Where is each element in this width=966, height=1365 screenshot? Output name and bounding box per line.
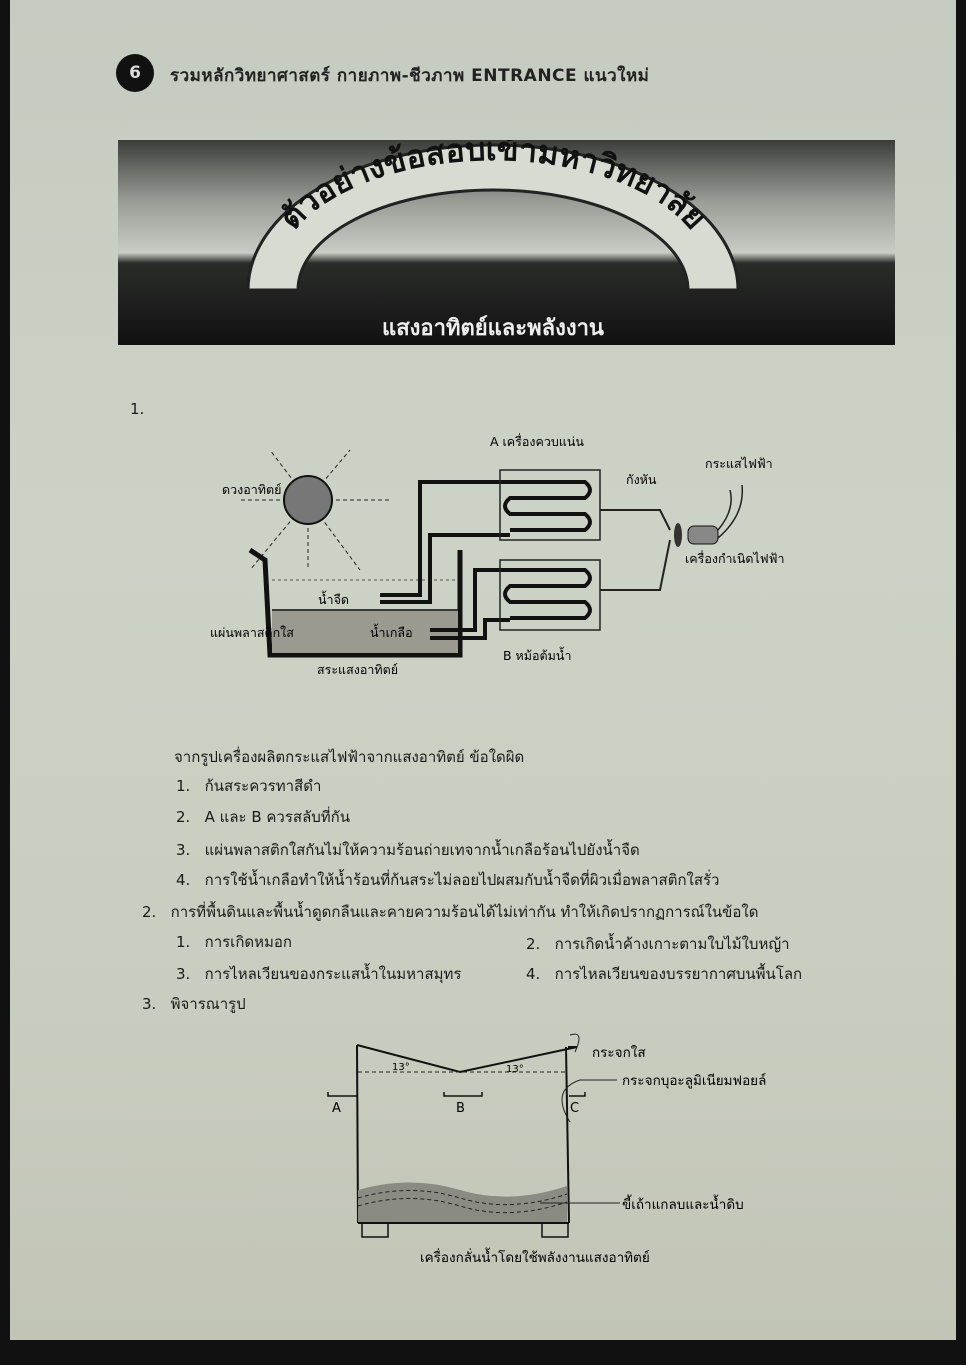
section-banner: แสงอาทิตย์และพลังงาน ตัวอย่างข้อสอบเข้าม… (118, 140, 895, 345)
label-foil-glass: กระจกบุอะลูมิเนียมฟอยล์ (622, 1072, 766, 1089)
sun-icon (283, 475, 333, 525)
q2-option: 1. การเกิดหมอก (176, 933, 293, 951)
q1-number: 1. (130, 400, 145, 418)
q1-option: 1. ก้นสระควรทาสีดำ (176, 777, 322, 795)
banner-subtitle: แสงอาทิตย์และพลังงาน (382, 315, 604, 341)
pipes (380, 480, 592, 640)
label-c: C (570, 1101, 579, 1116)
generator-icon (687, 525, 719, 545)
q1-option: 2. A และ B ควรสลับที่กัน (176, 808, 351, 826)
q1-option: 4. การใช้น้ำเกลือทำให้น้ำร้อนที่ก้นสระไม… (176, 871, 720, 889)
label-clear-glass: กระจกใส (592, 1044, 646, 1061)
brine-layer (272, 610, 458, 653)
label-plastic: แผ่นพลาสติกใส (210, 625, 294, 640)
label-pond: สระแสงอาทิตย์ (317, 662, 398, 677)
pond (248, 547, 463, 658)
solar-still-diagram: A B C 13° 13° กระจกใส กระจกบุอะลูมิเนียม… (327, 1033, 766, 1266)
label-a: A (332, 1101, 341, 1116)
q3-stem: 3. พิจารณารูป (142, 995, 246, 1013)
label-condenser: A เครื่องควบแน่น (490, 433, 584, 449)
q1-stem: จากรูปเครื่องผลิตกระแสไฟฟ้าจากแสงอาทิตย์… (174, 748, 525, 766)
textbook-page: 6 รวมหลักวิทยาศาสตร์ กายภาพ-ชีวภาพ ENTRA… (10, 0, 956, 1340)
label-turbine: กังหัน (626, 472, 657, 487)
angle-right: 13° (506, 1064, 524, 1075)
condenser-coil (503, 480, 592, 532)
boiler-coil (503, 568, 592, 620)
label-current: กระแสไฟฟ้า (705, 456, 773, 471)
arrow-clear-glass (569, 1033, 580, 1053)
ash-layer (358, 1182, 567, 1223)
page-number: 6 (116, 54, 154, 92)
label-fresh-water: น้ำจืด (318, 590, 349, 607)
q2-option: 2. การเกิดน้ำค้างเกาะตามใบไม้ใบหญ้า (526, 935, 790, 953)
solar-pond-diagram: ดวงอาทิตย์ น้ำจืด แผ่นพลาสติกใส น้ำเกลือ… (210, 433, 785, 677)
label-b: B (456, 1101, 465, 1116)
q2-option: 3. การไหลเวียนของกระแสน้ำในมหาสมุทร (176, 965, 462, 983)
turbine-icon (674, 523, 682, 547)
angle-left: 13° (392, 1062, 410, 1073)
clear-glass-roof (356, 1044, 578, 1074)
q2-option: 4. การไหลเวียนของบรรยากาศบนพื้นโลก (526, 965, 803, 983)
diagram-caption: เครื่องกลั่นน้ำโดยใช้พลังงานแสงอาทิตย์ (420, 1247, 650, 1266)
q2-stem: 2. การที่พื้นดินและพื้นน้ำดูดกลืนและคายค… (142, 903, 759, 921)
label-generator: เครื่องกำเนิดไฟฟ้า (685, 550, 785, 566)
label-boiler: B หม้อต้มน้ำ (503, 646, 571, 663)
label-brine: น้ำเกลือ (370, 623, 413, 640)
label-sun: ดวงอาทิตย์ (222, 482, 281, 497)
q1-option: 3. แผ่นพลาสติกใสกันไม่ให้ความร้อนถ่ายเทจ… (176, 841, 640, 859)
arrow-foil (561, 1079, 617, 1123)
label-ash: ขี้เถ้าแกลบและน้ำดิบ (622, 1194, 744, 1213)
running-title: รวมหลักวิทยาศาสตร์ กายภาพ-ชีวภาพ ENTRANC… (170, 66, 650, 86)
